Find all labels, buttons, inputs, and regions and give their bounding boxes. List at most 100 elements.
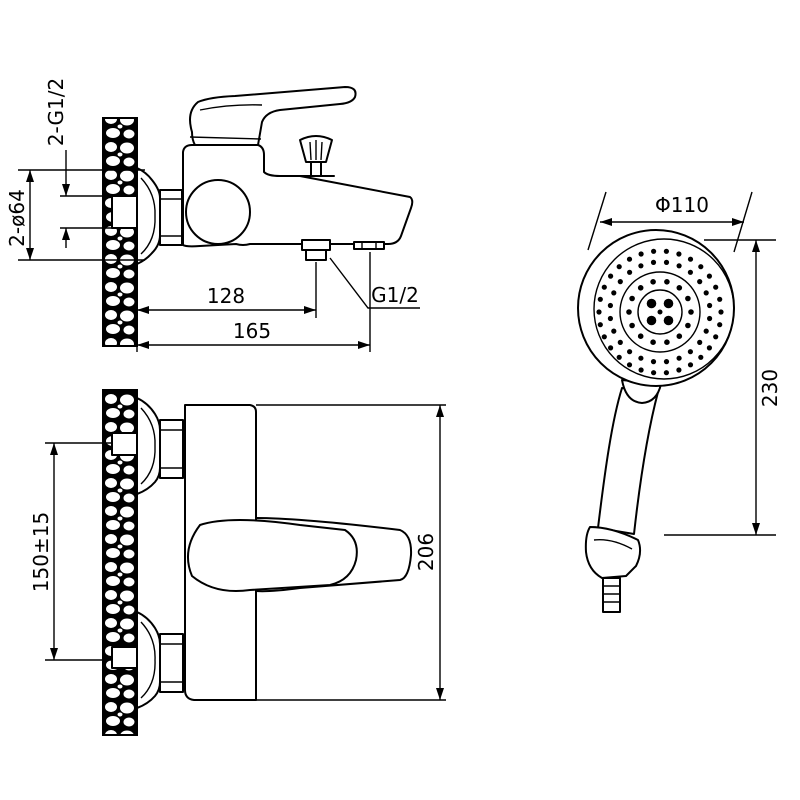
nozzle-ring-line bbox=[637, 289, 683, 335]
nozzle-dot bbox=[616, 354, 622, 360]
nozzle-dot bbox=[638, 367, 644, 373]
nozzle-dot bbox=[597, 322, 603, 328]
nozzle-dot bbox=[629, 322, 635, 329]
wall-pipe-stub-upper bbox=[111, 432, 138, 456]
nozzle-dot bbox=[611, 290, 617, 296]
nozzle-dot bbox=[703, 290, 709, 296]
nozzle-dot bbox=[698, 264, 704, 270]
escutcheon-flange-upper bbox=[136, 397, 161, 495]
nozzle-dot bbox=[626, 362, 633, 368]
nozzle-ring-line bbox=[619, 271, 701, 353]
nozzle-dot bbox=[617, 279, 623, 285]
nozzle-dot bbox=[650, 359, 657, 365]
nozzle-dot bbox=[597, 296, 603, 302]
nozzle-dot bbox=[676, 355, 682, 361]
shower-outlet bbox=[301, 239, 331, 251]
nozzle-dot bbox=[627, 269, 633, 275]
nozzle-dot bbox=[663, 248, 670, 254]
nozzle-dot bbox=[697, 279, 703, 285]
front-view: 150±15 206 bbox=[29, 389, 446, 736]
holder-detail-line bbox=[593, 539, 633, 550]
nozzle-dot bbox=[663, 370, 670, 376]
wall-pipe-stub bbox=[111, 195, 138, 229]
nozzle-dot bbox=[607, 302, 614, 309]
nozzle-dot bbox=[651, 248, 657, 254]
inlet-spacing-label: 150±15 bbox=[29, 512, 53, 592]
nozzle-dot bbox=[663, 259, 670, 265]
nozzle-dot bbox=[650, 279, 656, 285]
nozzle-dot bbox=[676, 285, 683, 291]
nozzle-dot bbox=[637, 285, 644, 291]
spout-aerator bbox=[353, 241, 385, 250]
valve-body-circle bbox=[185, 179, 251, 245]
nozzle-dot bbox=[676, 251, 682, 257]
head-diameter-label: Φ110 bbox=[655, 193, 709, 217]
nozzle-dot bbox=[697, 339, 703, 345]
nozzle-dot bbox=[687, 349, 694, 355]
nozzle-dot bbox=[687, 362, 694, 368]
nozzle-dot bbox=[626, 309, 632, 315]
nozzle-dot bbox=[651, 370, 657, 376]
escutcheon-flange bbox=[136, 167, 161, 265]
nozzle-dot bbox=[706, 273, 713, 279]
nozzle-dot bbox=[629, 295, 635, 302]
outlet-distance-label: 128 bbox=[207, 284, 245, 308]
wall-pipe-stub-lower bbox=[111, 646, 138, 669]
nozzle-dot bbox=[638, 263, 644, 269]
nozzle-dot bbox=[663, 298, 674, 309]
nozzle-dot bbox=[713, 334, 719, 340]
shower-handle bbox=[597, 387, 659, 535]
nozzle-dot bbox=[707, 302, 713, 309]
nozzle-dot bbox=[646, 315, 657, 326]
nozzle-dot bbox=[601, 334, 607, 340]
nozzle-dot bbox=[596, 309, 602, 315]
outlet-thread-leader bbox=[329, 257, 420, 309]
nozzle-dot bbox=[688, 309, 694, 315]
nozzle-dot bbox=[637, 333, 644, 340]
lever-base-teardrop bbox=[186, 519, 358, 592]
lever-highlight bbox=[199, 104, 263, 111]
knob-grip-line bbox=[320, 141, 323, 161]
nozzle-dot bbox=[638, 251, 644, 257]
nozzle-dot bbox=[663, 359, 670, 365]
nozzle-dot bbox=[718, 309, 724, 315]
nozzle-dot bbox=[676, 263, 682, 269]
nozzle-dot bbox=[717, 296, 723, 302]
nozzle-dot bbox=[717, 322, 723, 328]
connector-nut-upper bbox=[159, 419, 184, 479]
nozzle-dot bbox=[706, 345, 713, 351]
shower-head-face bbox=[593, 238, 735, 380]
diverter-stem bbox=[310, 161, 322, 177]
hand-shower-view: Φ110 230 bbox=[577, 191, 782, 613]
connector-nut-lower bbox=[159, 633, 184, 693]
nozzle-dot bbox=[663, 315, 674, 326]
nozzle-dot bbox=[650, 339, 656, 346]
nozzle-dot bbox=[627, 349, 633, 355]
escutcheon-diameter-label: 2-ø64 bbox=[5, 189, 29, 247]
nozzle-dot bbox=[685, 295, 691, 302]
nozzle-dot bbox=[650, 259, 657, 265]
nozzle-dot bbox=[687, 269, 694, 275]
inlet-thread-label: 2-G1/2 bbox=[44, 78, 68, 146]
lever-handle bbox=[189, 86, 357, 146]
nozzle-dot bbox=[601, 284, 607, 290]
nozzle-dot bbox=[626, 256, 633, 262]
outlet-thread-label: G1/2 bbox=[371, 283, 419, 307]
hose-nipple bbox=[602, 577, 621, 613]
nozzle-dot bbox=[608, 273, 614, 279]
nozzle-dot bbox=[608, 345, 614, 351]
nozzle-dot bbox=[611, 328, 617, 334]
escutcheon-inner-curve bbox=[140, 177, 156, 255]
lever-base-line bbox=[189, 136, 262, 140]
nozzle-dot bbox=[646, 298, 657, 309]
knob-grip-line bbox=[309, 141, 312, 161]
shower-head-rim bbox=[577, 229, 735, 387]
nozzle-dot bbox=[676, 367, 682, 373]
nozzle-dot bbox=[685, 322, 691, 329]
body-height-label: 206 bbox=[414, 533, 438, 571]
shower-outlet-thread bbox=[305, 249, 327, 261]
nozzle-dot bbox=[664, 339, 670, 346]
shower-length-label: 230 bbox=[758, 369, 782, 407]
nozzle-dot bbox=[676, 333, 683, 340]
nozzle-dot bbox=[687, 256, 694, 262]
